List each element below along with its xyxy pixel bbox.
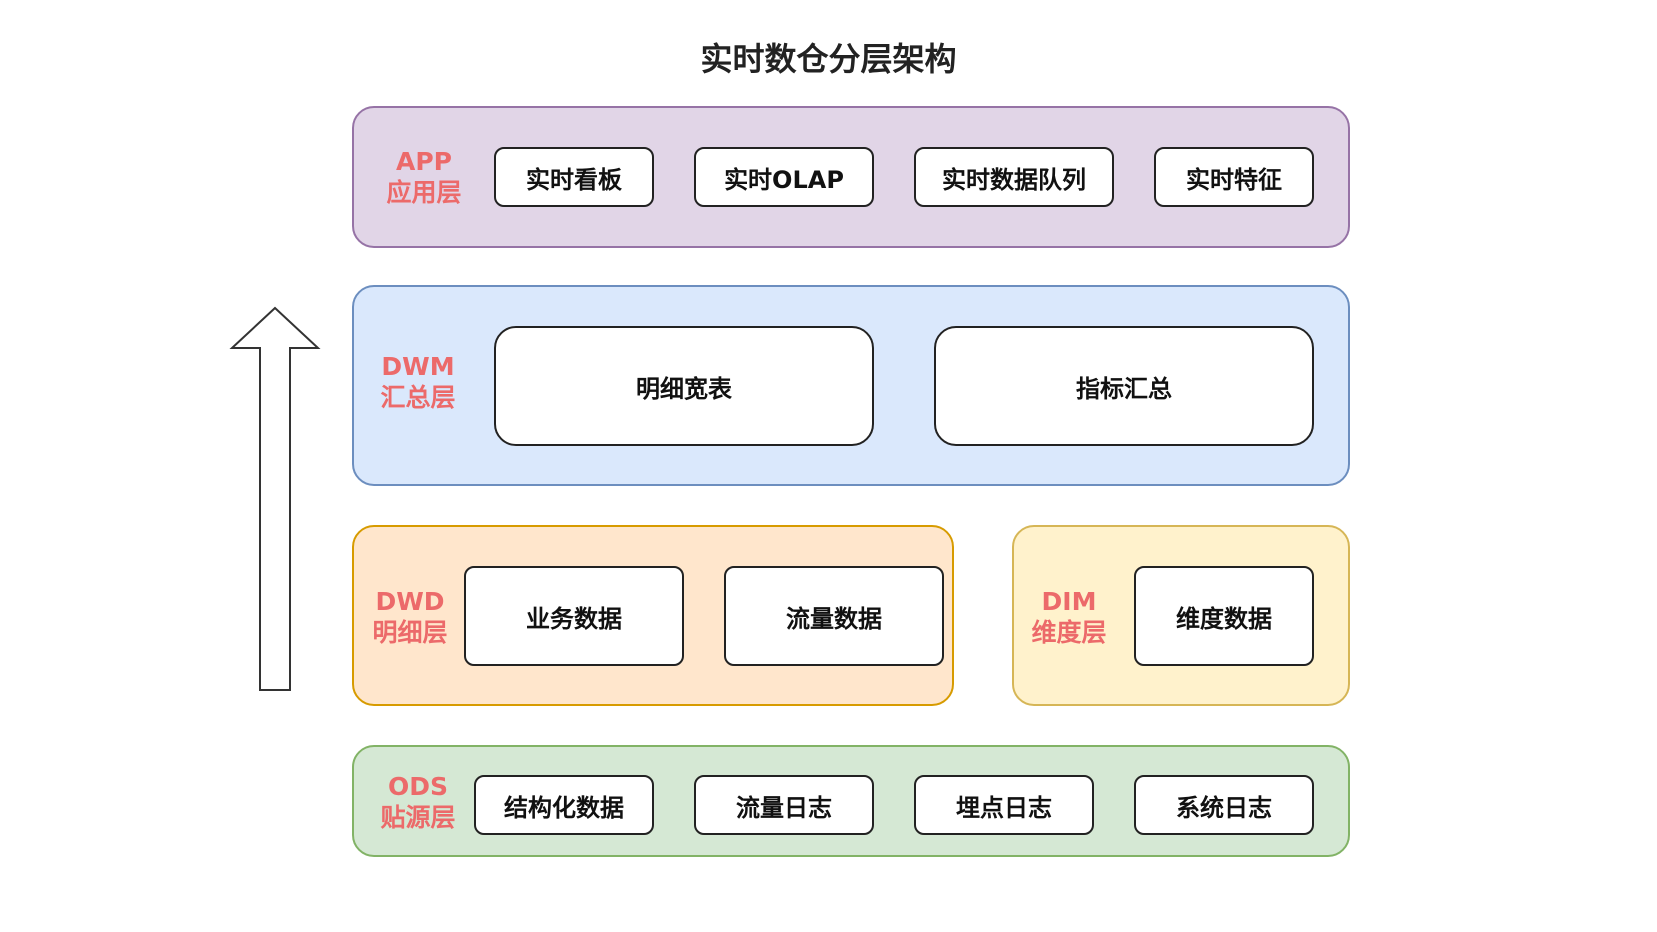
app-layer-name: APP <box>396 147 452 176</box>
dwd-layer-label: DWD 明细层 <box>354 567 466 667</box>
dim-layer: DIM 维度层 维度数据 <box>1012 525 1350 706</box>
app-layer-subtitle: 应用层 <box>386 178 462 207</box>
dim-layer-name: DIM <box>1041 587 1097 616</box>
dwd-layer: DWD 明细层 业务数据 流量数据 <box>352 525 954 706</box>
ods-item-structured-data: 结构化数据 <box>474 775 654 835</box>
diagram-title: 实时数仓分层架构 <box>700 40 957 78</box>
dwm-layer: DWM 汇总层 明细宽表 指标汇总 <box>352 285 1350 486</box>
dwd-layer-subtitle: 明细层 <box>372 618 448 647</box>
dwm-layer-subtitle: 汇总层 <box>380 383 456 412</box>
ods-item-traffic-log: 流量日志 <box>694 775 874 835</box>
dwm-layer-name: DWM <box>381 352 455 381</box>
dwm-item-detail-wide-table: 明细宽表 <box>494 326 874 446</box>
dim-layer-label: DIM 维度层 <box>1014 567 1124 667</box>
app-item-realtime-data-queue: 实时数据队列 <box>914 147 1114 207</box>
dwd-item-traffic-data: 流量数据 <box>724 566 944 666</box>
ods-layer-name: ODS <box>387 772 448 801</box>
dwd-item-business-data: 业务数据 <box>464 566 684 666</box>
dim-layer-subtitle: 维度层 <box>1031 618 1107 647</box>
app-layer: APP 应用层 实时看板 实时OLAP 实时数据队列 实时特征 <box>352 106 1350 248</box>
dwm-item-metric-summary: 指标汇总 <box>934 326 1314 446</box>
dwm-layer-label: DWM 汇总层 <box>354 327 482 437</box>
ods-layer-label: ODS 贴源层 <box>354 759 482 845</box>
app-layer-label: APP 应用层 <box>364 128 484 226</box>
dim-item-dimension-data: 维度数据 <box>1134 566 1314 666</box>
app-item-realtime-dashboard: 实时看板 <box>494 147 654 207</box>
ods-layer-subtitle: 贴源层 <box>380 803 456 832</box>
app-item-realtime-feature: 实时特征 <box>1154 147 1314 207</box>
ods-item-tracking-log: 埋点日志 <box>914 775 1094 835</box>
ods-item-system-log: 系统日志 <box>1134 775 1314 835</box>
app-item-realtime-olap: 实时OLAP <box>694 147 874 207</box>
ods-layer: ODS 贴源层 结构化数据 流量日志 埋点日志 系统日志 <box>352 745 1350 857</box>
dwd-layer-name: DWD <box>375 587 445 616</box>
